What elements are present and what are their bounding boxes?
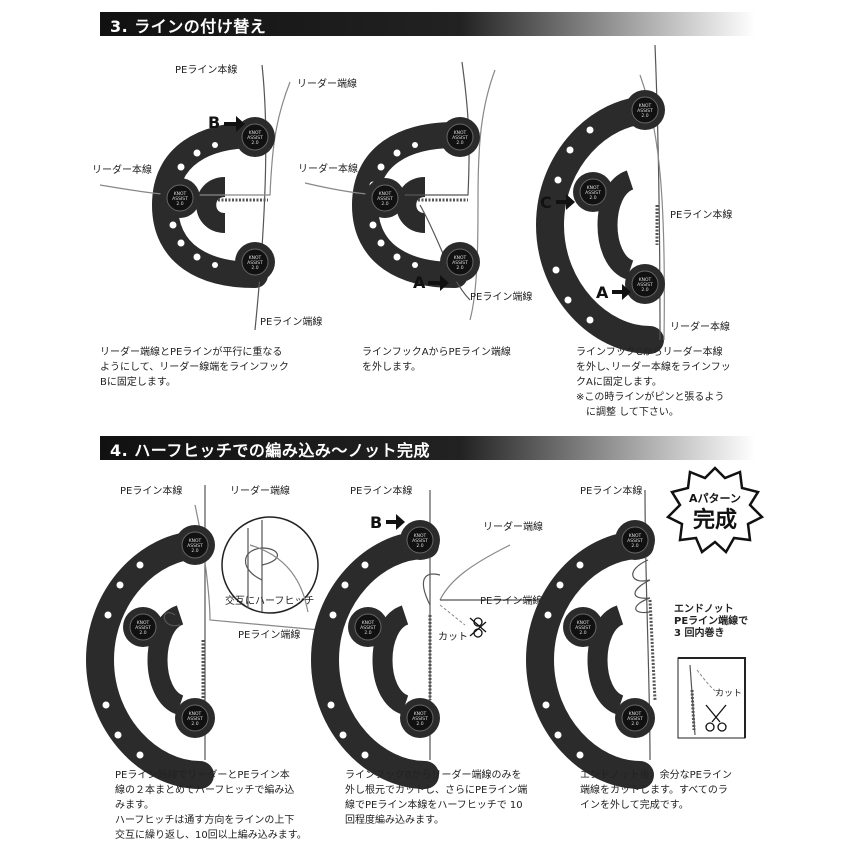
s4-1-label-half-hitch: 交互にハーフヒッチ bbox=[225, 594, 314, 607]
s4-2-label-pe-main: PEライン本線 bbox=[350, 484, 412, 497]
s3-diagram-2: A リーダー本線 PEライン端線 bbox=[298, 61, 532, 321]
s3-diagram-3: C A PEライン本線 リーダー本線 bbox=[540, 44, 732, 340]
s3-3-marker-c: C bbox=[540, 193, 552, 212]
s3-diagram-1: B PEライン本線 リーダー端線 リーダー本線 PEライン端線 bbox=[92, 63, 357, 331]
s4-2-marker-b: B bbox=[370, 513, 382, 532]
s4-3-label-end-knot-2: PEライン端線で bbox=[674, 614, 748, 627]
s4-3-label-end-knot-3: 3 回内巻き bbox=[674, 626, 724, 639]
s3-1-label-leader-main: リーダー本線 bbox=[92, 163, 152, 176]
s4-diagram-3: Aパターン 完成 PEライン本線 エンドノット PEライン端線で 3 回内巻き … bbox=[540, 466, 765, 775]
s3-2-arrow-a-icon bbox=[428, 275, 449, 291]
s3-1-arrow-b-icon bbox=[224, 116, 245, 132]
s4-3-caption: エンドノット後、余分なPEライン 端線をカットします。すべてのラ インを外して完… bbox=[580, 770, 732, 811]
s4-3-scissors-icon bbox=[705, 704, 727, 732]
s4-diagram-1: 交互にハーフヒッチ PEライン本線 リーダー端線 PEライン端線 bbox=[100, 484, 321, 775]
s4-3-label-cut: カット bbox=[715, 688, 742, 699]
s4-1-label-pe-end: PEライン端線 bbox=[238, 628, 300, 641]
s4-3-complete-badge: Aパターン 完成 bbox=[665, 466, 765, 554]
s4-2-label-cut: カット bbox=[438, 631, 468, 643]
s4-1-label-pe-main: PEライン本線 bbox=[120, 484, 182, 497]
s3-2-label-leader-main: リーダー本線 bbox=[298, 162, 358, 175]
s4-2-scissors-icon bbox=[469, 617, 487, 638]
s3-3-arrow-c-icon bbox=[556, 194, 575, 210]
s3-1-label-pe-main: PEライン本線 bbox=[175, 63, 237, 76]
section-4-header: 4. ハーフヒッチでの編み込み～ノット完成 bbox=[100, 436, 755, 460]
s3-3-caption: ラインフックCからリーダー本線 を外し､リーダー本線をラインフッ クAに固定しま… bbox=[576, 347, 731, 418]
s3-3-label-pe-main: PEライン本線 bbox=[670, 208, 732, 221]
section-3-title: 3. ラインの付け替え bbox=[110, 17, 267, 36]
s3-3-marker-a: A bbox=[596, 283, 609, 302]
s4-2-caption: ラインフックBからリーダー端線のみを 外し根元でカットし、さらにPEライン端 線… bbox=[345, 770, 528, 826]
s4-2-label-leader-end: リーダー端線 bbox=[483, 520, 543, 533]
s3-1-label-leader-end: リーダー端線 bbox=[297, 77, 357, 90]
s4-3-badge-line2: 完成 bbox=[693, 507, 737, 533]
s4-diagram-2: B PEライン本線 リーダー端線 PEライン端線 カット bbox=[325, 484, 545, 775]
s4-3-badge-line1: Aパターン bbox=[689, 492, 741, 505]
s4-3-label-end-knot: エンドノット bbox=[674, 603, 734, 615]
s3-2-marker-a: A bbox=[413, 273, 426, 292]
s3-1-label-pe-end: PEライン端線 bbox=[260, 315, 322, 328]
section-4-title: 4. ハーフヒッチでの編み込み～ノット完成 bbox=[110, 441, 431, 460]
s4-1-caption: PEライン端線でリーダーとPEライン本 線の２本まとめてハーフヒッチで編み込 み… bbox=[115, 770, 307, 841]
s4-2-label-pe-end: PEライン端線 bbox=[480, 594, 542, 607]
s4-1-zoom-circle bbox=[221, 516, 319, 614]
s4-1-label-leader-end: リーダー端線 bbox=[230, 484, 290, 497]
s3-2-label-pe-end: PEライン端線 bbox=[470, 290, 532, 303]
s3-1-marker-b: B bbox=[208, 113, 220, 132]
s3-3-label-leader-main: リーダー本線 bbox=[670, 320, 730, 333]
s4-3-label-pe-main: PEライン本線 bbox=[580, 484, 642, 497]
s4-2-arrow-b-icon bbox=[386, 514, 405, 530]
s3-2-caption: ラインフックAからPEライン端線 を外します。 bbox=[362, 347, 511, 373]
section-3-header: 3. ラインの付け替え bbox=[100, 12, 755, 36]
s4-3-inset: カット bbox=[677, 657, 746, 739]
s3-3-arrow-a-icon bbox=[612, 284, 631, 300]
s3-1-caption: リーダー端線とPEラインが平行に重なる ようにして、リーダー線端をラインフック … bbox=[100, 347, 289, 388]
